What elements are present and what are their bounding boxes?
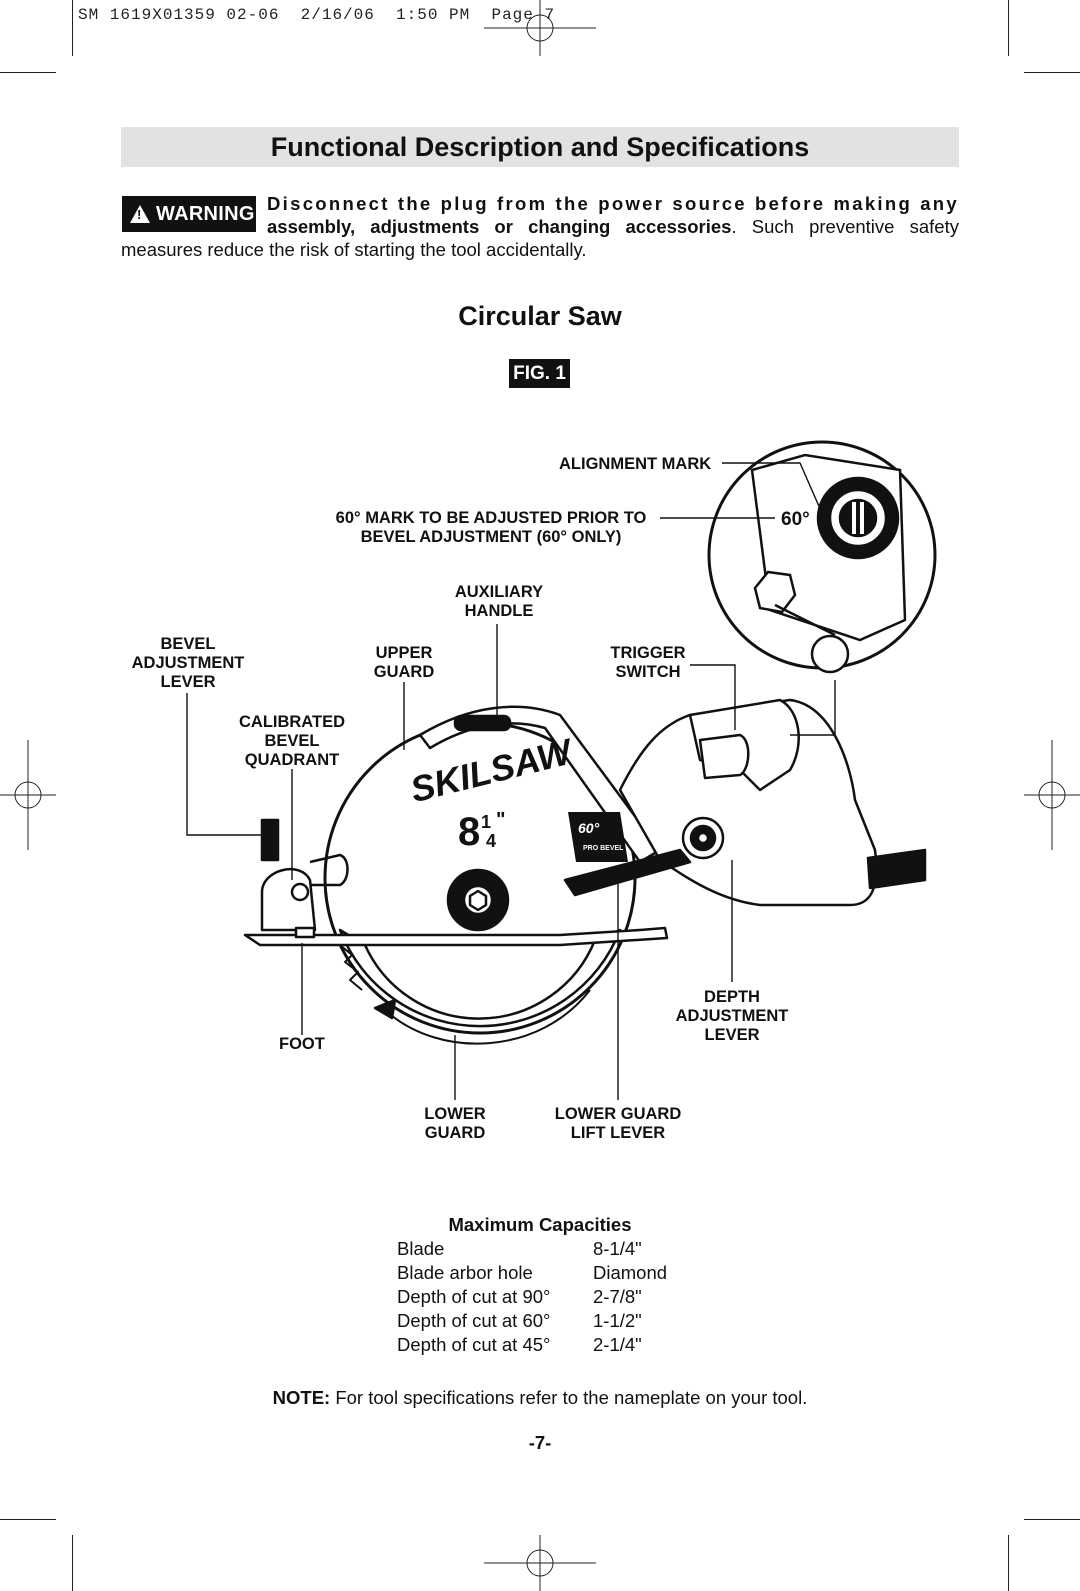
label-lower-guard-line1: LOWER bbox=[424, 1105, 486, 1123]
blade-size-whole: 8 bbox=[458, 810, 480, 854]
capacity-label: Depth of cut at 45° bbox=[397, 1334, 551, 1355]
leader-inset bbox=[790, 680, 836, 736]
leader-trigger bbox=[690, 664, 736, 730]
label-bevel-line2: ADJUSTMENT bbox=[131, 654, 245, 672]
capacity-label: Blade arbor hole bbox=[397, 1262, 533, 1283]
warning-lead: Disconnect the plug from the power sourc… bbox=[267, 193, 959, 214]
warning-rest: . Such preventive safety measures reduce… bbox=[121, 216, 959, 260]
warning-triangle-icon bbox=[130, 205, 150, 223]
label-sixty-mark-line1: 60° MARK TO BE ADJUSTED PRIOR TO bbox=[335, 509, 647, 527]
blade-size-frac-den: 4 bbox=[486, 831, 496, 851]
bevel-lever bbox=[260, 818, 280, 862]
label-quadrant-line2: BEVEL bbox=[264, 732, 320, 750]
foot-plate bbox=[243, 926, 669, 947]
capacity-row: Depth of cut at 45° 2-1/4" bbox=[397, 1333, 667, 1357]
warning-text: Disconnect the plug from the power sourc… bbox=[121, 192, 959, 261]
warning-bold-tail: assembly, adjustments or changing access… bbox=[267, 216, 732, 237]
capacity-row: Depth of cut at 60° 1-1/2" bbox=[397, 1309, 667, 1333]
capacity-value: 2-1/4" bbox=[593, 1334, 642, 1355]
crop-mark bbox=[72, 0, 73, 56]
warning-badge: WARNING bbox=[122, 196, 256, 232]
capacity-value: Diamond bbox=[593, 1262, 668, 1283]
label-foot: FOOT bbox=[279, 1035, 325, 1053]
capacity-row: Depth of cut at 90° 2-7/8" bbox=[397, 1285, 667, 1309]
figure-label: FIG. 1 bbox=[509, 359, 570, 388]
label-quadrant-line1: CALIBRATED bbox=[238, 713, 346, 731]
label-lower-guard-lift-lever: LOWER GUARD LIFT LEVER bbox=[548, 1105, 688, 1143]
note: NOTE: For tool specifications refer to t… bbox=[0, 1387, 1080, 1409]
print-slug: SM 1619X01359 02-06 2/16/06 1:50 PM Page… bbox=[78, 6, 556, 24]
capacity-label: Depth of cut at 60° bbox=[397, 1310, 551, 1331]
warning-badge-label: WARNING bbox=[156, 202, 255, 225]
label-bevel-adjustment-lever: BEVEL ADJUSTMENT LEVER bbox=[126, 635, 250, 692]
crop-mark bbox=[1024, 72, 1080, 73]
power-cord bbox=[866, 848, 927, 890]
crop-mark bbox=[72, 1535, 73, 1591]
pro-bevel-badge-angle: 60° bbox=[578, 820, 600, 836]
label-lift-lever-line2: LIFT LEVER bbox=[570, 1124, 666, 1142]
note-text: For tool specifications refer to the nam… bbox=[330, 1387, 808, 1408]
capacity-label: Blade bbox=[397, 1238, 445, 1259]
capacity-label: Depth of cut at 90° bbox=[397, 1286, 551, 1307]
crop-mark bbox=[1024, 1519, 1080, 1520]
pro-bevel-badge-sub: PRO BEVEL bbox=[583, 845, 624, 852]
label-depth-adjustment-lever: DEPTH ADJUSTMENT LEVER bbox=[668, 988, 796, 1045]
capacity-value: 8-1/4" bbox=[593, 1238, 642, 1259]
label-auxiliary-handle-line2: HANDLE bbox=[464, 602, 534, 620]
capacity-value: 1-1/2" bbox=[593, 1310, 642, 1331]
label-bevel-line1: BEVEL bbox=[160, 635, 216, 653]
label-auxiliary-handle: AUXILIARY HANDLE bbox=[437, 583, 561, 621]
label-upper-guard-line1: UPPER bbox=[375, 644, 433, 662]
page-title: Functional Description and Specification… bbox=[121, 127, 959, 167]
label-bevel-line3: LEVER bbox=[160, 673, 216, 691]
capacity-row: Blade 8-1/4" bbox=[397, 1237, 667, 1261]
capacities-title: Maximum Capacities bbox=[448, 1214, 632, 1235]
label-calibrated-bevel-quadrant: CALIBRATED BEVEL QUADRANT bbox=[230, 713, 354, 770]
label-lift-lever-line1: LOWER GUARD bbox=[554, 1105, 682, 1123]
label-lower-guard-line2: GUARD bbox=[424, 1124, 486, 1142]
blade-size-frac-num: 1 bbox=[481, 812, 491, 832]
blade-size-inch: " bbox=[496, 809, 505, 831]
label-auxiliary-handle-line1: AUXILIARY bbox=[454, 583, 544, 601]
label-alignment-mark: ALIGNMENT MARK bbox=[559, 455, 712, 473]
capacity-row: Blade arbor hole Diamond bbox=[397, 1261, 667, 1285]
leader-alignment-mark bbox=[722, 462, 826, 521]
label-depth-line1: DEPTH bbox=[704, 988, 760, 1006]
pro-bevel-badge: 60° PRO BEVEL bbox=[568, 812, 628, 862]
label-quadrant-line3: QUADRANT bbox=[244, 751, 340, 769]
label-depth-line2: ADJUSTMENT bbox=[675, 1007, 789, 1025]
label-upper-guard-line2: GUARD bbox=[373, 663, 435, 681]
label-trigger-line1: TRIGGER bbox=[610, 644, 686, 662]
inset-angle-label: 60° bbox=[781, 509, 810, 530]
bevel-quadrant bbox=[260, 868, 317, 932]
label-upper-guard: UPPER GUARD bbox=[362, 644, 446, 682]
label-depth-line3: LEVER bbox=[704, 1026, 760, 1044]
section-title: Circular Saw bbox=[458, 301, 622, 331]
crop-mark bbox=[0, 1519, 56, 1520]
label-trigger-switch: TRIGGER SWITCH bbox=[596, 644, 700, 682]
capacities-table: Blade 8-1/4" Blade arbor hole Diamond Dept… bbox=[397, 1237, 667, 1357]
note-label: NOTE: bbox=[272, 1387, 331, 1408]
label-sixty-mark: 60° MARK TO BE ADJUSTED PRIOR TO BEVEL A… bbox=[321, 509, 661, 547]
label-lower-guard: LOWER GUARD bbox=[413, 1105, 497, 1143]
crop-mark bbox=[1008, 1535, 1009, 1591]
crop-mark bbox=[0, 72, 56, 73]
label-trigger-line2: SWITCH bbox=[615, 663, 681, 681]
page-number: -7- bbox=[528, 1432, 552, 1453]
label-sixty-mark-line2: BEVEL ADJUSTMENT (60° ONLY) bbox=[360, 528, 622, 546]
leader-bevel-lever bbox=[186, 693, 262, 836]
upper-guard-shape bbox=[418, 705, 662, 864]
capacity-value: 2-7/8" bbox=[593, 1286, 642, 1307]
crop-mark bbox=[1008, 0, 1009, 56]
